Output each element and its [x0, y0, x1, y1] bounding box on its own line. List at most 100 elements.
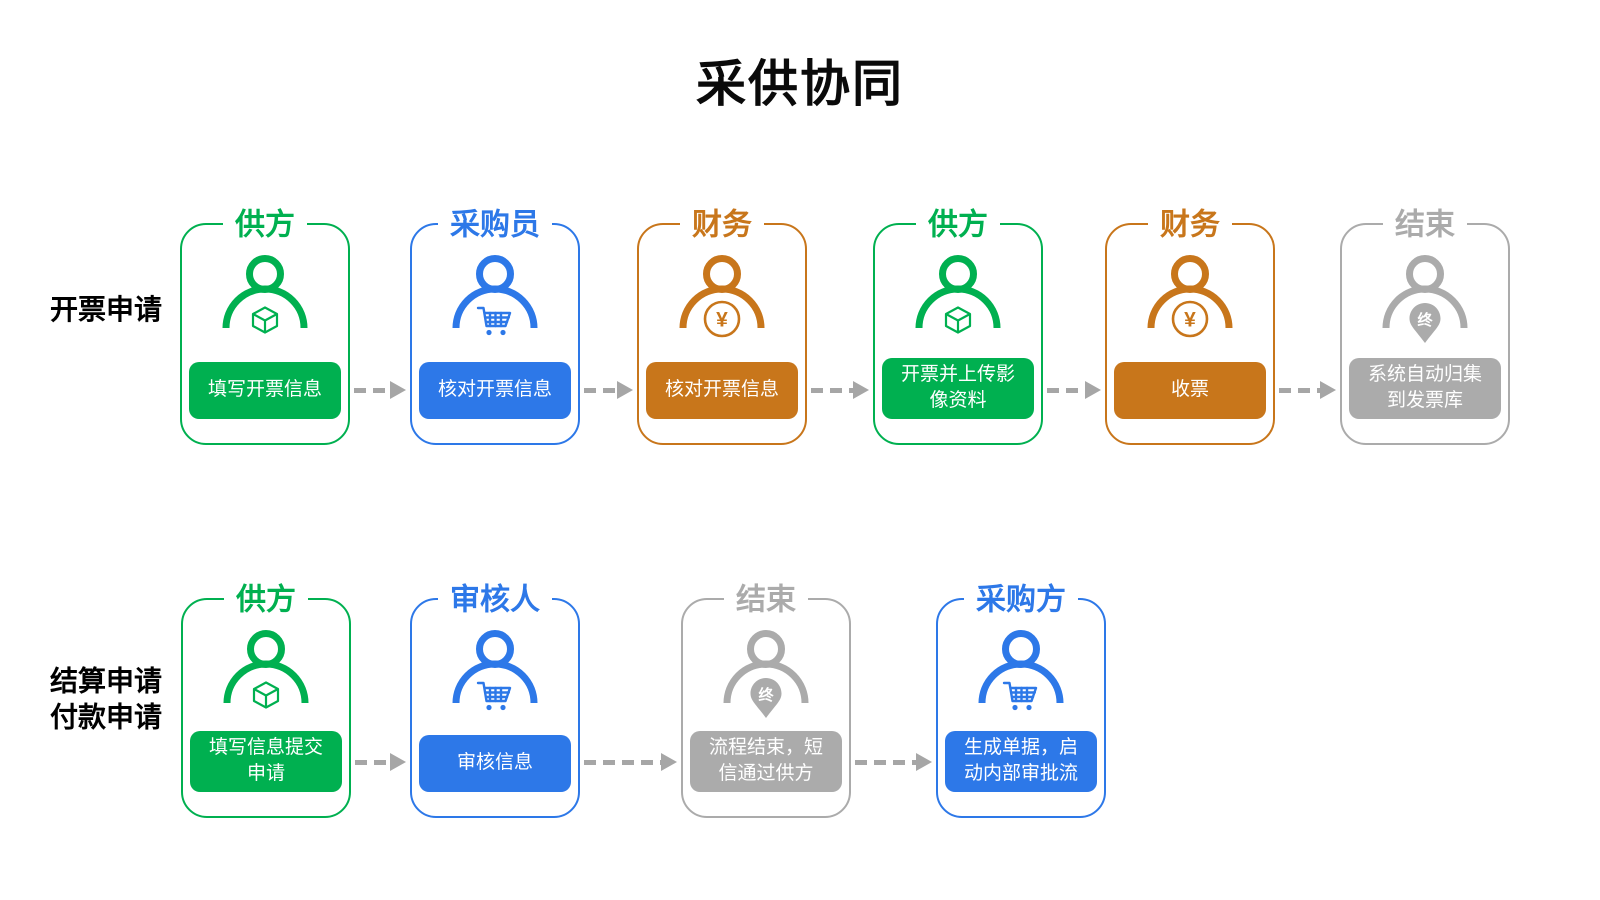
node-role-title: 财务: [680, 209, 764, 241]
action-step-label-line: 像资料: [929, 390, 987, 412]
flow-arrow: [1279, 381, 1336, 399]
svg-text:¥: ¥: [716, 309, 728, 332]
row-label: 结算申请付款申请: [40, 664, 172, 737]
arrow-dashed-line: [855, 759, 916, 765]
row-label-line: 开票申请: [49, 293, 162, 325]
row-label-line: 结算申请: [49, 665, 162, 697]
yen-currency-icon: ¥: [1171, 300, 1209, 338]
person-icon: ¥: [1147, 255, 1233, 347]
action-step-button: 核对开票信息: [646, 362, 798, 419]
shopping-cart-badge: [473, 677, 517, 715]
row-label: 开票申请: [40, 292, 172, 328]
person-icon: [452, 255, 538, 347]
shopping-cart-icon: [476, 306, 512, 336]
shopping-cart-icon: [1002, 681, 1038, 711]
arrow-head-icon: [1320, 381, 1336, 399]
node-role-title: 财务: [1148, 209, 1232, 241]
action-step-label-line: 核对开票信息: [664, 379, 779, 401]
node-role-title: 结束: [724, 584, 808, 616]
end-pin-badge: 终: [1404, 299, 1446, 347]
flow-node-card: 供方填写信息提交申请: [181, 584, 351, 818]
flow-arrow: [855, 753, 932, 771]
arrow-head-icon: [617, 381, 633, 399]
arrow-head-icon: [661, 753, 677, 771]
arrow-dashed-line: [584, 387, 617, 393]
flow-node-card: 审核人审核信息: [410, 584, 580, 818]
action-step-label-line: 申请: [246, 763, 285, 785]
page-title: 采供协同: [696, 56, 904, 112]
action-step-button: 审核信息: [419, 735, 571, 792]
package-box-badge: [940, 303, 976, 337]
action-step-label-line: 系统自动归集: [1367, 363, 1482, 385]
arrow-dashed-line: [1279, 387, 1320, 393]
arrow-head-icon: [1085, 381, 1101, 399]
yen-currency-icon: ¥: [703, 300, 741, 338]
person-icon: 终: [1382, 255, 1468, 347]
svg-text:终: 终: [1417, 311, 1433, 329]
person-silhouette-icon: [915, 255, 1001, 329]
svg-text:终: 终: [758, 686, 774, 704]
flow-arrow: [584, 381, 633, 399]
package-box-icon: [251, 306, 279, 334]
action-step-label-line: 生成单据，启: [963, 736, 1078, 758]
arrow-head-icon: [916, 753, 932, 771]
action-step-button: 开票并上传影像资料: [882, 357, 1034, 419]
flow-arrow: [584, 753, 677, 771]
person-silhouette-icon: [1147, 255, 1233, 329]
person-icon: [222, 255, 308, 347]
flow-node-card: 采购方生成单据，启动内部审批流: [936, 584, 1106, 818]
flow-node-card: 财务 ¥ 收票: [1105, 209, 1275, 445]
action-step-label-line: 到发票库: [1386, 390, 1463, 412]
node-role-title: 审核人: [438, 584, 552, 616]
action-step-label-line: 审核信息: [456, 752, 533, 774]
person-icon: [223, 630, 309, 722]
person-icon: [978, 630, 1064, 722]
person-silhouette-icon: [452, 630, 538, 704]
yen-currency-badge: ¥: [1167, 297, 1213, 341]
arrow-head-icon: [390, 753, 406, 771]
flow-node-card: 财务 ¥ 核对开票信息: [637, 209, 807, 445]
action-step-label-line: 收票: [1170, 379, 1209, 401]
action-step-button: 填写信息提交申请: [190, 730, 342, 792]
package-box-icon: [944, 306, 972, 334]
flow-arrow: [811, 381, 869, 399]
row-label-line: 付款申请: [49, 702, 162, 733]
action-step-button: 核对开票信息: [419, 362, 571, 419]
person-silhouette-icon: [723, 630, 809, 704]
person-silhouette-icon: [452, 255, 538, 329]
action-step-button: 填写开票信息: [189, 362, 341, 419]
action-step-label-line: 核对开票信息: [437, 379, 552, 401]
node-role-title: 供方: [224, 584, 308, 616]
flow-node-card: 供方填写开票信息: [180, 209, 350, 445]
action-step-label-line: 信通过供方: [718, 763, 814, 785]
action-step-button: 收票: [1114, 362, 1266, 419]
flow-arrow: [354, 381, 406, 399]
action-step-label-line: 开票并上传影: [900, 363, 1015, 385]
shopping-cart-badge: [473, 302, 517, 340]
flow-node-card: 结束终流程结束，短信通过供方: [681, 584, 851, 818]
person-silhouette-icon: [978, 630, 1064, 704]
person-silhouette-icon: [679, 255, 765, 329]
person-icon: [915, 255, 1001, 347]
node-role-title: 采购方: [964, 584, 1078, 616]
end-pin-badge: 终: [745, 674, 787, 722]
arrow-dashed-line: [584, 759, 661, 765]
action-step-button: 流程结束，短信通过供方: [690, 730, 842, 792]
package-box-icon: [252, 681, 280, 709]
node-role-title: 采购员: [438, 209, 552, 241]
action-step-label-line: 动内部审批流: [963, 763, 1078, 785]
package-box-badge: [248, 678, 284, 712]
arrow-dashed-line: [354, 387, 390, 393]
flow-node-card: 采购员核对开票信息: [410, 209, 580, 445]
arrow-dashed-line: [1047, 387, 1085, 393]
node-role-title: 结束: [1383, 209, 1467, 241]
person-silhouette-icon: [1382, 255, 1468, 329]
action-step-label-line: 流程结束，短: [708, 736, 823, 758]
action-step-label-line: 填写开票信息: [207, 379, 322, 401]
flow-arrow: [1047, 381, 1101, 399]
node-role-title: 供方: [223, 209, 307, 241]
person-icon: 终: [723, 630, 809, 722]
svg-text:¥: ¥: [1184, 309, 1196, 332]
node-role-title: 供方: [916, 209, 1000, 241]
